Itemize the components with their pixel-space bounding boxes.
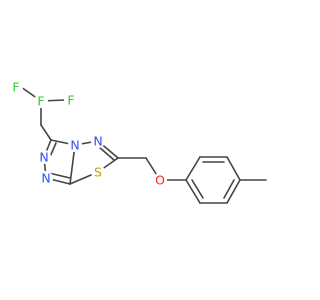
atom-f1: F xyxy=(9,80,23,95)
bond-n1-c8a-double xyxy=(48,172,71,179)
atom-f1-label: F xyxy=(12,80,19,95)
atom-n1: N xyxy=(37,150,51,165)
atom-f3-label: F xyxy=(37,94,44,109)
atom-f2-label: F xyxy=(67,93,74,108)
atom-f2: F xyxy=(64,93,78,108)
bond-n5-c6-double xyxy=(98,146,115,161)
atom-s1: S xyxy=(91,165,105,180)
atom-o1-label: O xyxy=(155,173,165,188)
atom-label-layer: F F F N N N N S xyxy=(9,80,167,188)
atom-n2-label: N xyxy=(41,171,50,186)
atom-n1-label: N xyxy=(39,150,48,165)
atom-s1-label: S xyxy=(94,165,102,180)
atom-n3-label: N xyxy=(70,138,79,153)
atom-n4-label: N xyxy=(93,134,102,149)
bond-ar3 xyxy=(226,156,241,181)
bond-layer xyxy=(20,86,267,204)
atom-f3: F xyxy=(34,94,48,109)
bond-ar6-double xyxy=(191,179,204,199)
bond-ar4 xyxy=(226,179,241,204)
bond-ar6 xyxy=(185,179,201,204)
bond-ar1 xyxy=(185,156,201,181)
atom-n2: N xyxy=(39,171,53,186)
atom-n3: N xyxy=(68,138,82,153)
atom-o1: O xyxy=(153,173,167,188)
molecule-structure: F F F N N N N S xyxy=(9,79,267,204)
atom-n4: N xyxy=(91,134,105,149)
bond-cf3-c3 xyxy=(40,124,52,141)
bond-ar4-double xyxy=(223,179,235,199)
